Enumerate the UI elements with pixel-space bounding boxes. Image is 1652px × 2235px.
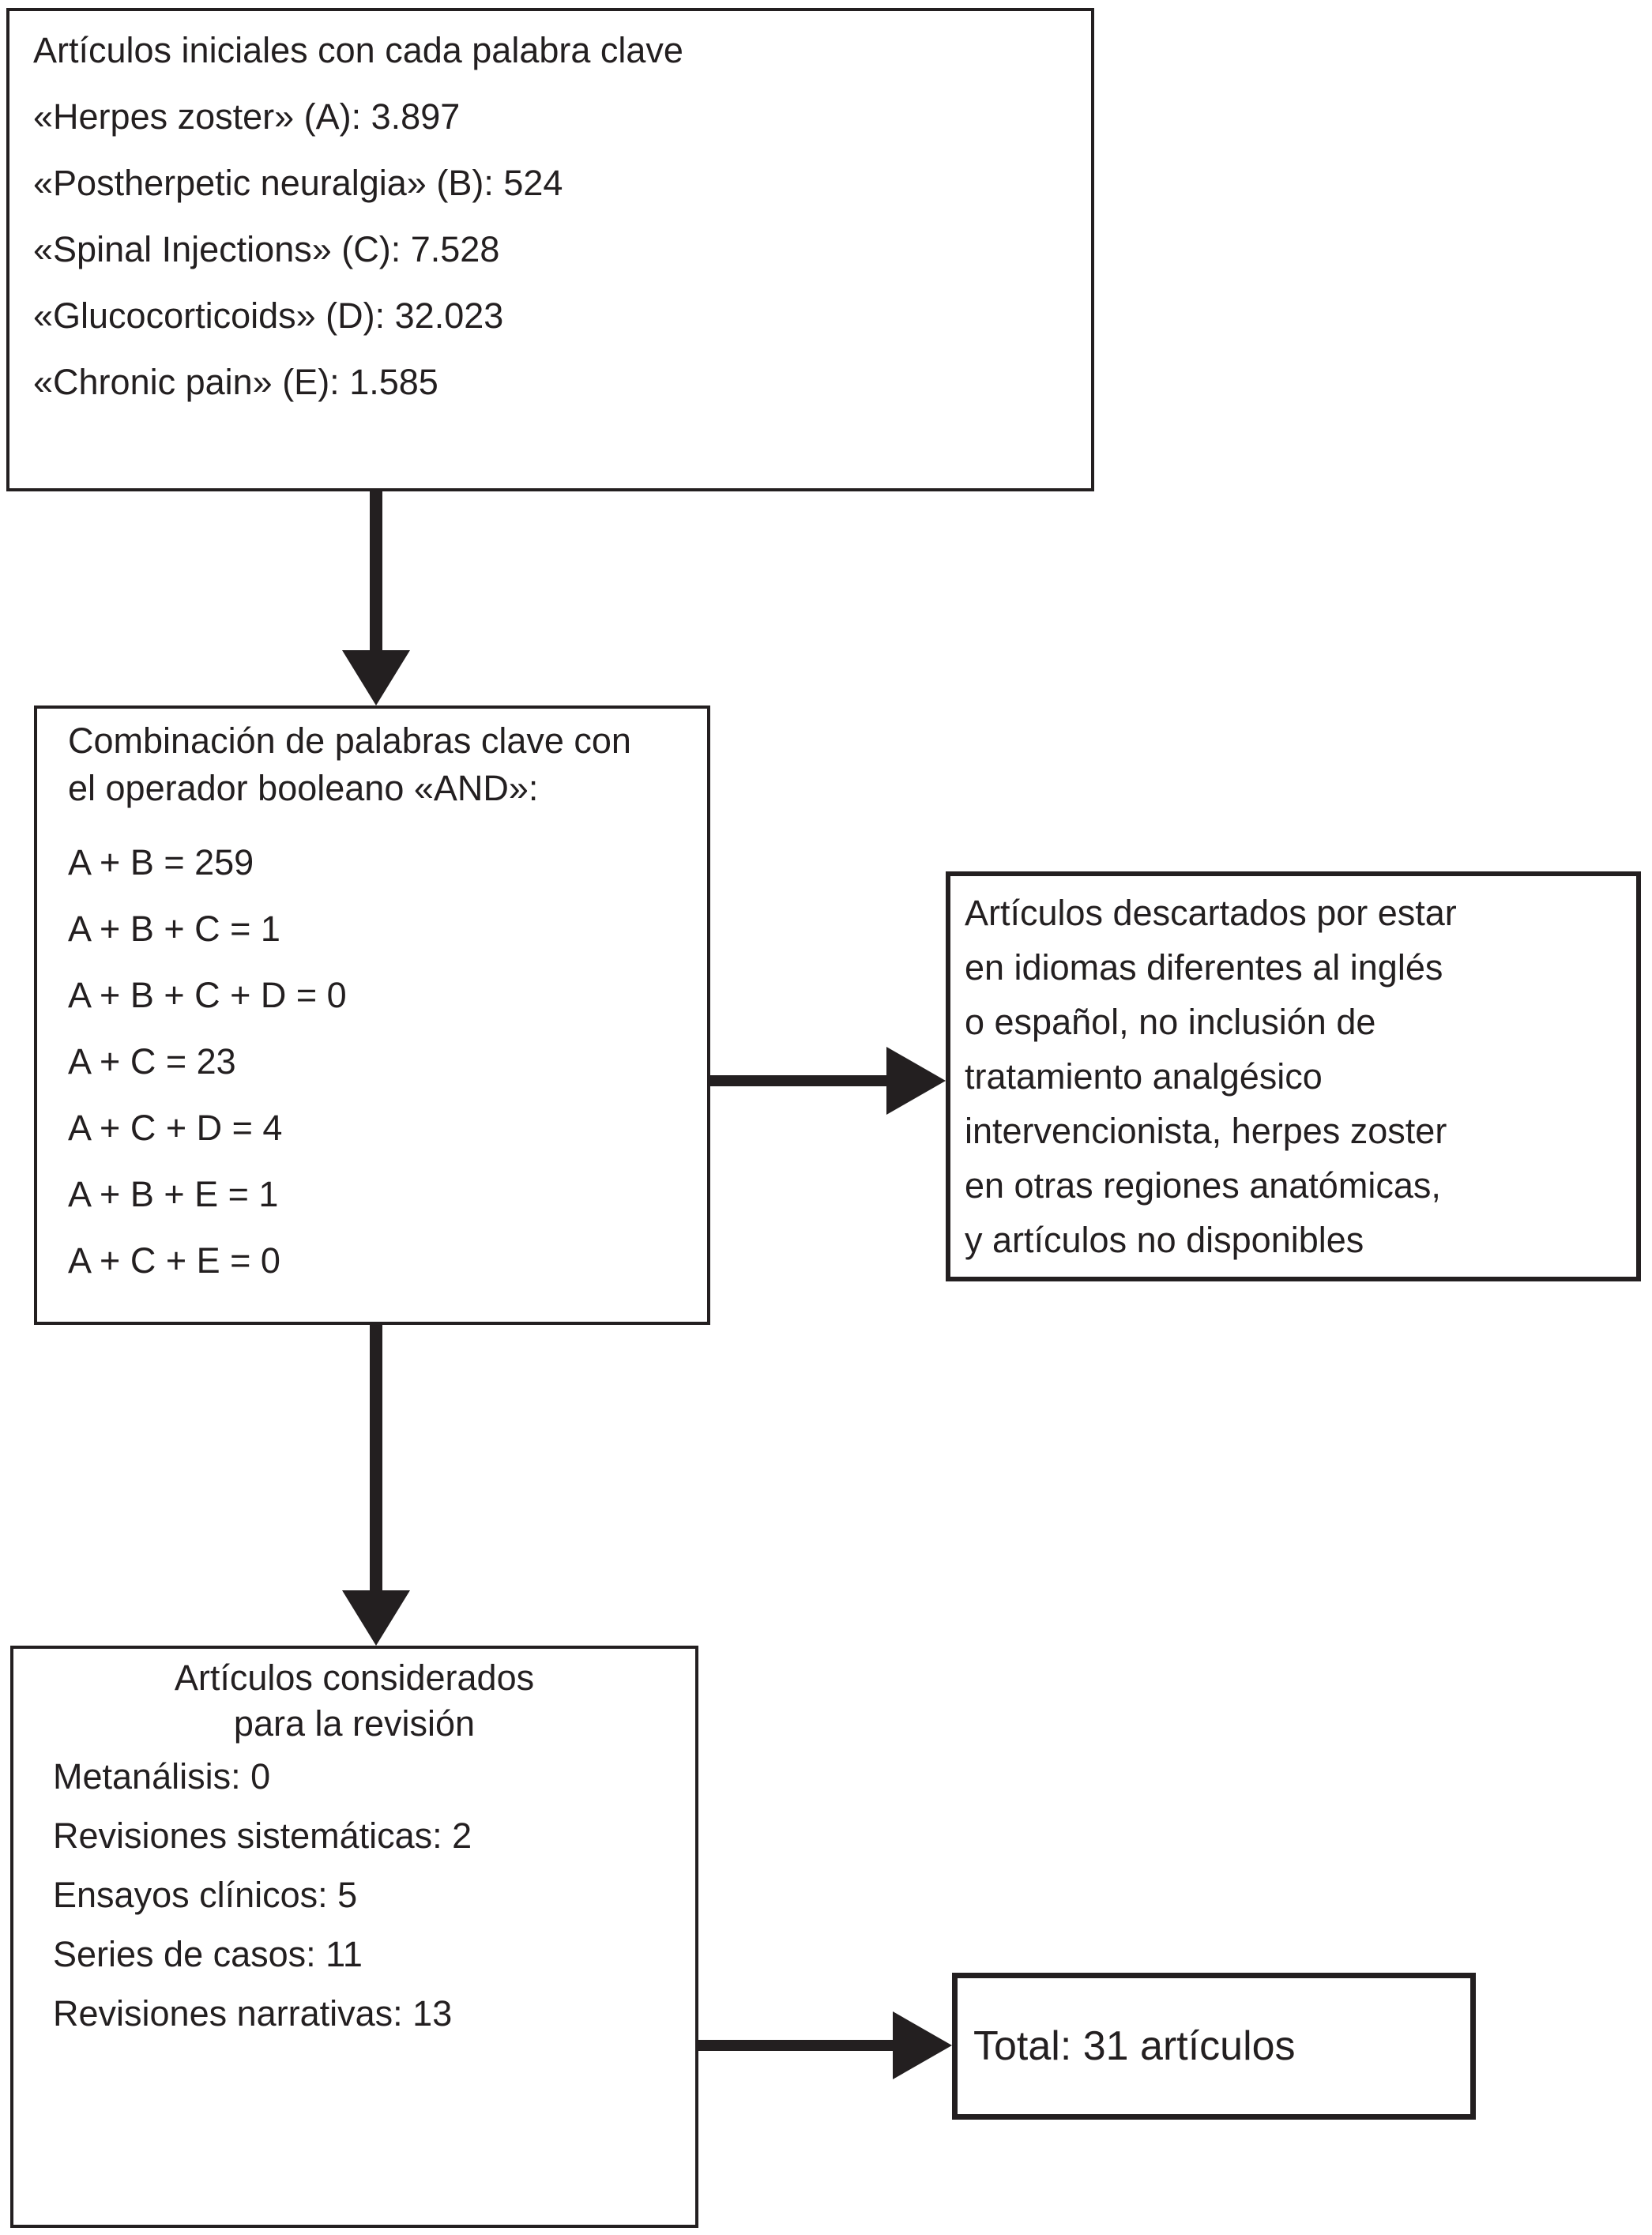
- down-arrow-shaft-2: [370, 1325, 382, 1591]
- equation-a-c: A + C = 23: [68, 1041, 236, 1082]
- considered-title-line-1: Artículos considerados: [174, 1657, 535, 1698]
- right-arrow-head-1-icon: [886, 1047, 946, 1115]
- considered-item-case-series: Series de casos: 11: [53, 1934, 363, 1974]
- discarded-line-4: tratamiento analgésico: [965, 1056, 1323, 1097]
- equation-a-b: A + B = 259: [68, 842, 254, 882]
- keyword-line-chronic-pain: «Chronic pain» (E): 1.585: [33, 362, 438, 402]
- considered-articles-box: Artículos considerados para la revisión …: [10, 1646, 698, 2228]
- right-arrow-head-2-icon: [893, 2011, 952, 2079]
- equation-a-b-c-d: A + B + C + D = 0: [68, 975, 347, 1015]
- keyword-line-glucocorticoids: «Glucocorticoids» (D): 32.023: [33, 295, 504, 336]
- keyword-line-herpes-zoster: «Herpes zoster» (A): 3.897: [33, 96, 461, 137]
- combination-box: Combinación de palabras clave con el ope…: [34, 705, 710, 1325]
- combination-equations: A + B = 259 A + B + C = 1 A + B + C + D …: [68, 830, 707, 1294]
- right-arrow-shaft-2: [698, 2040, 893, 2051]
- considered-item-clinical-trials: Ensayos clínicos: 5: [53, 1875, 358, 1915]
- equation-a-c-d: A + C + D = 4: [68, 1108, 283, 1148]
- keyword-line-spinal-injections: «Spinal Injections» (C): 7.528: [33, 229, 500, 269]
- combination-title-line-1: Combinación de palabras clave con: [68, 721, 631, 761]
- discarded-line-5: intervencionista, herpes zoster: [965, 1111, 1447, 1151]
- right-arrow-shaft-1: [710, 1075, 890, 1086]
- considered-title-line-2: para la revisión: [233, 1703, 476, 1744]
- total-box: Total: 31 artículos: [952, 1973, 1476, 2120]
- down-arrow-head-2-icon: [342, 1590, 410, 1646]
- equation-a-c-e: A + C + E = 0: [68, 1240, 280, 1281]
- discarded-line-3: o español, no inclusión de: [965, 1002, 1376, 1042]
- equation-a-b-e: A + B + E = 1: [68, 1174, 279, 1214]
- combination-title-line-2: el operador booleano «AND»:: [68, 768, 539, 808]
- equation-a-b-c: A + B + C = 1: [68, 909, 280, 949]
- initial-box-title: Artículos iniciales con cada palabra cla…: [33, 30, 683, 70]
- considered-item-narrative-reviews: Revisiones narrativas: 13: [53, 1993, 453, 2034]
- keyword-line-postherpetic-neuralgia: «Postherpetic neuralgia» (B): 524: [33, 163, 563, 203]
- considered-item-metaanalysis: Metanálisis: 0: [53, 1756, 271, 1797]
- discarded-line-1: Artículos descartados por estar: [965, 893, 1457, 933]
- down-arrow-head-1-icon: [342, 650, 410, 705]
- initial-articles-box: Artículos iniciales con cada palabra cla…: [6, 8, 1094, 491]
- down-arrow-shaft-1: [370, 491, 382, 651]
- considered-box-title: Artículos considerados para la revisión: [13, 1655, 695, 1747]
- discarded-line-2: en idiomas diferentes al inglés: [965, 947, 1443, 988]
- discarded-line-6: en otras regiones anatómicas,: [965, 1165, 1441, 1206]
- combination-box-title: Combinación de palabras clave con el ope…: [68, 717, 707, 812]
- discarded-articles-box: Artículos descartados por estar en idiom…: [946, 871, 1641, 1281]
- considered-items: Metanálisis: 0 Revisiones sistemáticas: …: [13, 1747, 695, 2043]
- total-label: Total: 31 artículos: [973, 2023, 1296, 2069]
- considered-item-systematic-reviews: Revisiones sistemáticas: 2: [53, 1815, 472, 1856]
- discarded-line-7: y artículos no disponibles: [965, 1220, 1364, 1260]
